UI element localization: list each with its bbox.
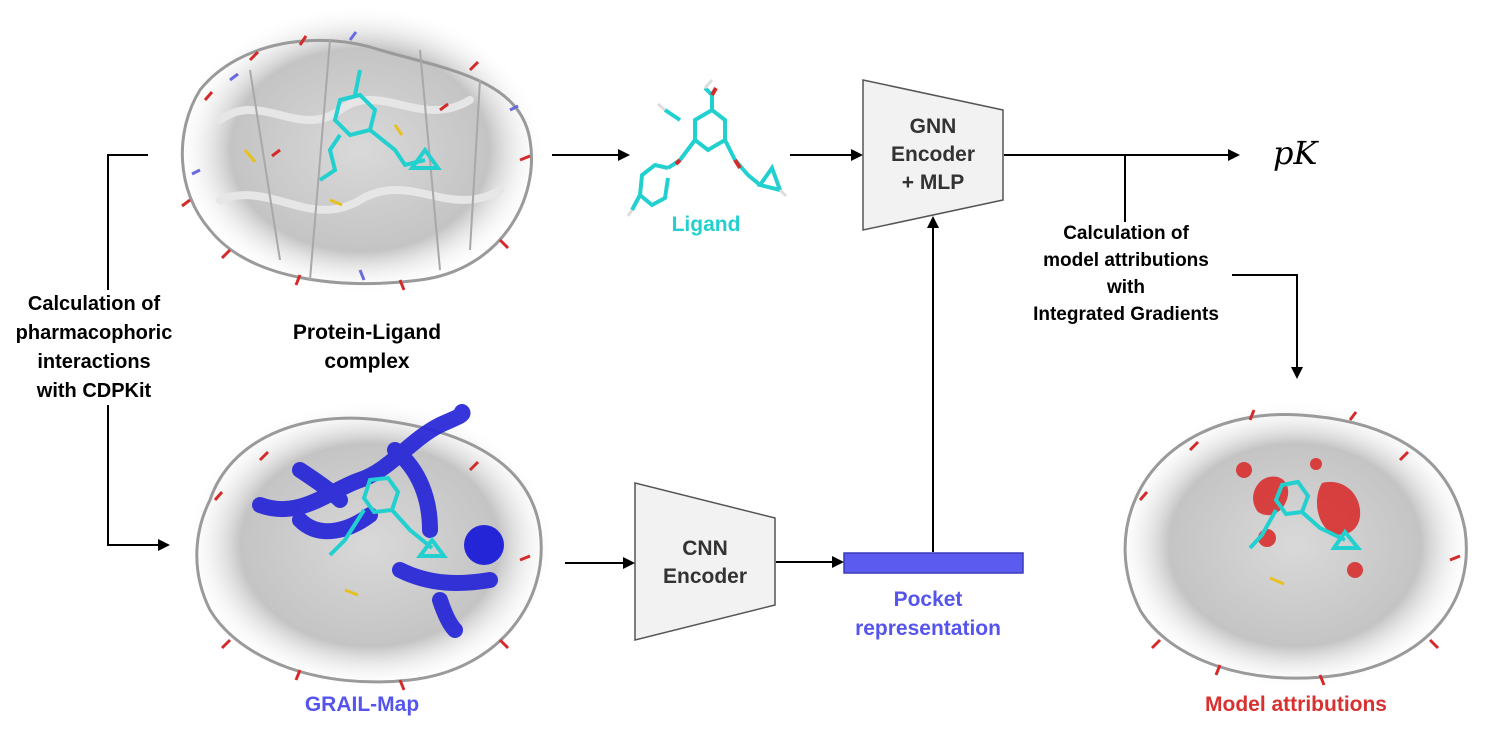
arrow-pharmacophore-to-grail — [107, 405, 170, 551]
gnn-encoder-label: GNN Encoder + MLP — [890, 115, 976, 194]
ligand-label: Ligand — [671, 213, 741, 236]
pocket-representation-bar — [843, 552, 1024, 574]
model-attributions-image — [1115, 400, 1475, 690]
ligand-image — [626, 79, 788, 217]
protein-ligand-label: Protein-Ligand complex — [292, 321, 442, 373]
gnn-encoder-box — [862, 79, 1004, 231]
pharmacophore-calculation-label: Calculation of pharmacophoric interactio… — [15, 293, 173, 402]
grail-map-label: GRAIL-Map — [304, 693, 420, 716]
connector-pharmacophore-top — [107, 154, 148, 290]
output-pk-label: pK — [1273, 134, 1318, 172]
pocket-representation-label: Pocket representation — [855, 588, 1001, 640]
grail-map-image — [185, 400, 555, 691]
cnn-encoder-label: CNN Encoder — [662, 537, 748, 588]
model-attributions-label: Model attributions — [1205, 693, 1387, 716]
cnn-encoder-box — [634, 482, 776, 641]
attribution-calculation-label: Calculation of model attributions with I… — [1033, 223, 1219, 325]
arrow-attribution-to-model — [1232, 274, 1303, 379]
protein-ligand-complex-image — [175, 5, 545, 295]
